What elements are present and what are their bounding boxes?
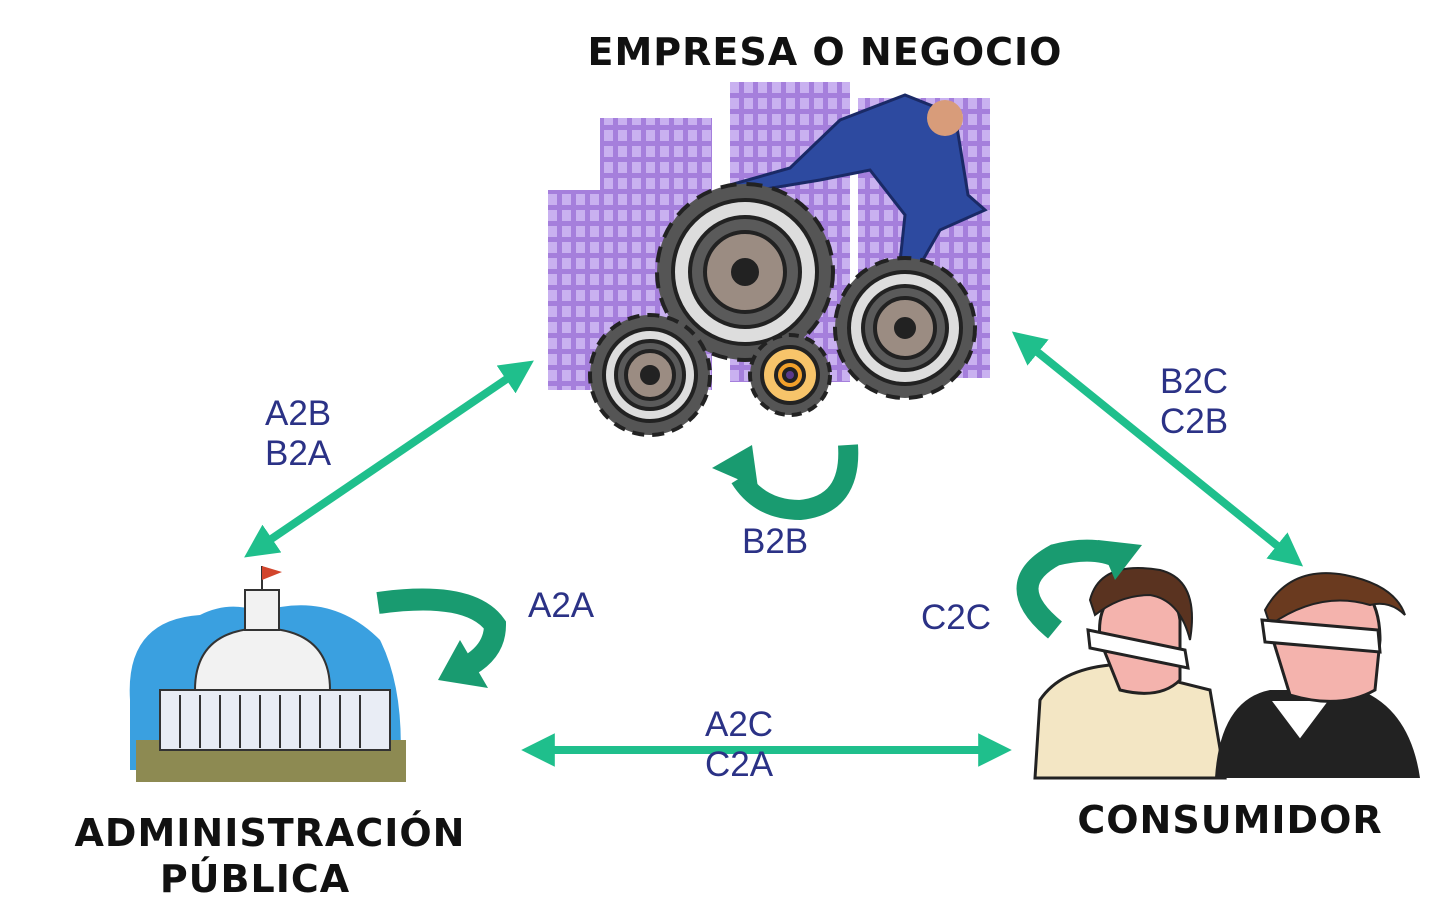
- consumers-3d-glasses-icon: [1033, 567, 1420, 780]
- government-title: ADMINISTRACIÓN PÚBLICA: [20, 810, 520, 902]
- government-title-line1: ADMINISTRACIÓN: [74, 811, 466, 855]
- label-a2a: A2A: [528, 586, 595, 625]
- b2b-cycle-icon: [712, 444, 859, 521]
- label-a2b: A2B: [265, 394, 332, 433]
- arrow-business-consumer: [1011, 331, 1304, 567]
- label-c2b: C2B: [1160, 402, 1229, 441]
- consumer-title: CONSUMIDOR: [1077, 798, 1383, 842]
- label-a2b-b2a: A2B B2A: [265, 394, 331, 474]
- arrow-gov-business: [244, 360, 534, 558]
- a2a-cycle-icon: [376, 588, 507, 688]
- label-c2c: C2C: [921, 598, 992, 637]
- label-b2c-c2b: B2C C2B: [1160, 362, 1228, 442]
- label-a2c: A2C: [705, 705, 774, 744]
- label-b2b: B2B: [742, 522, 809, 561]
- label-c2a: C2A: [705, 745, 774, 784]
- c2c-cycle-icon: [1016, 539, 1142, 639]
- label-b2c: B2C: [1160, 362, 1229, 401]
- label-b2a: B2A: [265, 434, 332, 473]
- label-a2c-c2a: A2C C2A: [705, 705, 773, 785]
- business-gears-icon: [548, 82, 990, 437]
- capitol-building-icon: [129, 566, 406, 782]
- business-title: EMPRESA O NEGOCIO: [587, 30, 1063, 74]
- government-title-line2: PÚBLICA: [159, 857, 351, 901]
